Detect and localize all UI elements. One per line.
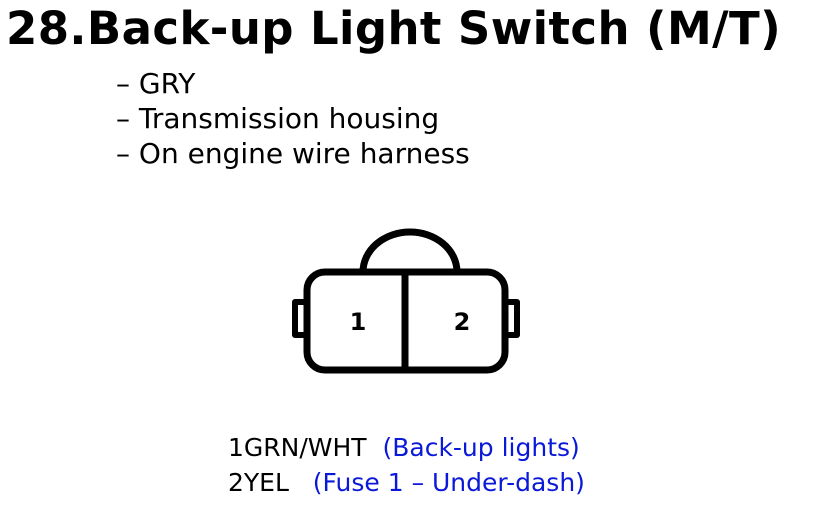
pin-number: 2 xyxy=(228,468,244,497)
page-title: 28.Back-up Light Switch (M/T) xyxy=(6,2,782,55)
pin-description: (Back-up lights) xyxy=(382,433,580,462)
detail-harness: – On engine wire harness xyxy=(116,137,470,170)
connector-diagram: 1 2 xyxy=(292,228,520,374)
detail-color: – GRY xyxy=(116,67,196,100)
pin-description: (Fuse 1 – Under-dash) xyxy=(312,468,585,497)
pinout-row-1: 1GRN/WHT (Back-up lights) xyxy=(228,430,585,465)
detail-location: – Transmission housing xyxy=(116,102,440,135)
wire-color: YEL xyxy=(243,468,289,497)
pinout-row-2: 2YEL (Fuse 1 – Under-dash) xyxy=(228,465,585,500)
pin-number: 1 xyxy=(228,433,244,462)
pin-2-label: 2 xyxy=(454,308,471,336)
connector-details: – GRY – Transmission housing – On engine… xyxy=(116,66,470,171)
pinout-list: 1GRN/WHT (Back-up lights) 2YEL (Fuse 1 –… xyxy=(228,430,585,500)
connector-latch-arc xyxy=(359,228,461,273)
pin-1-label: 1 xyxy=(350,308,367,336)
wire-color: GRN/WHT xyxy=(243,433,367,462)
